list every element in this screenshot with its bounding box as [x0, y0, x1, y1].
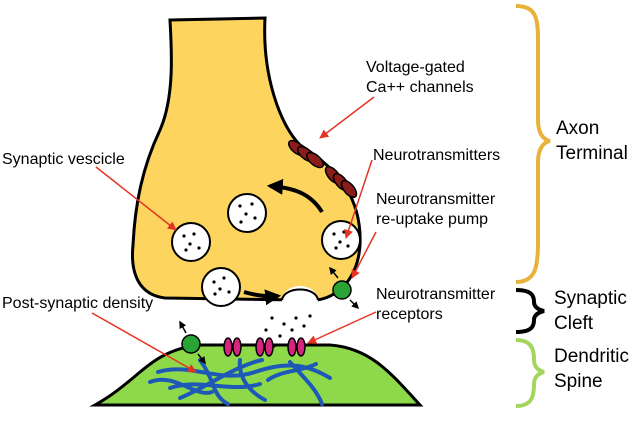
arrow-density	[91, 312, 197, 373]
region-dendritic-spine: Dendritic Spine	[554, 346, 629, 392]
ca-channels-upper	[287, 139, 325, 169]
ca-channels-lower	[324, 165, 358, 199]
vesicle-4	[201, 267, 241, 307]
vesicle-contents	[182, 202, 350, 296]
axon-terminal-shape	[130, 16, 362, 303]
dendritic-spine-brace	[515, 338, 545, 408]
label-voltage-gated: Voltage-gated Ca++ channels	[366, 59, 474, 96]
reuptake-pump-dendrite	[181, 334, 201, 354]
region-axon-terminal: Axon Terminal	[556, 118, 628, 164]
neurotransmitter-receptors	[223, 337, 306, 357]
release-arrow	[243, 289, 282, 306]
callout-arrows	[91, 96, 377, 373]
label-reuptake-pump: Neurotransmitter re-uptake pump	[376, 191, 496, 228]
vesicle-2	[171, 222, 211, 262]
label-neurotransmitters: Neurotransmitters	[373, 147, 501, 164]
reuptake-pump-axon	[332, 280, 352, 300]
arrow-receptors	[307, 311, 377, 344]
label-post-synaptic-density: Post-synaptic density	[2, 295, 154, 312]
label-synaptic-vesicle: Synaptic vescicle	[2, 151, 125, 168]
arrow-reuptake-pump	[351, 231, 377, 279]
arrow-neurotransmitters	[344, 159, 373, 239]
synaptic-cleft-brace	[515, 288, 545, 334]
vesicle-3	[321, 220, 361, 260]
axon-terminal-brace	[515, 4, 551, 284]
region-synaptic-cleft: Synaptic Cleft	[554, 288, 627, 334]
arrow-ca-channels	[319, 96, 375, 139]
label-receptors: Neurotransmitter receptors	[376, 286, 496, 323]
recycle-arrow	[266, 178, 324, 214]
fusing-vesicle	[282, 286, 318, 314]
arrow-vesicle	[95, 166, 177, 231]
post-synaptic-density-fibers	[148, 358, 332, 406]
